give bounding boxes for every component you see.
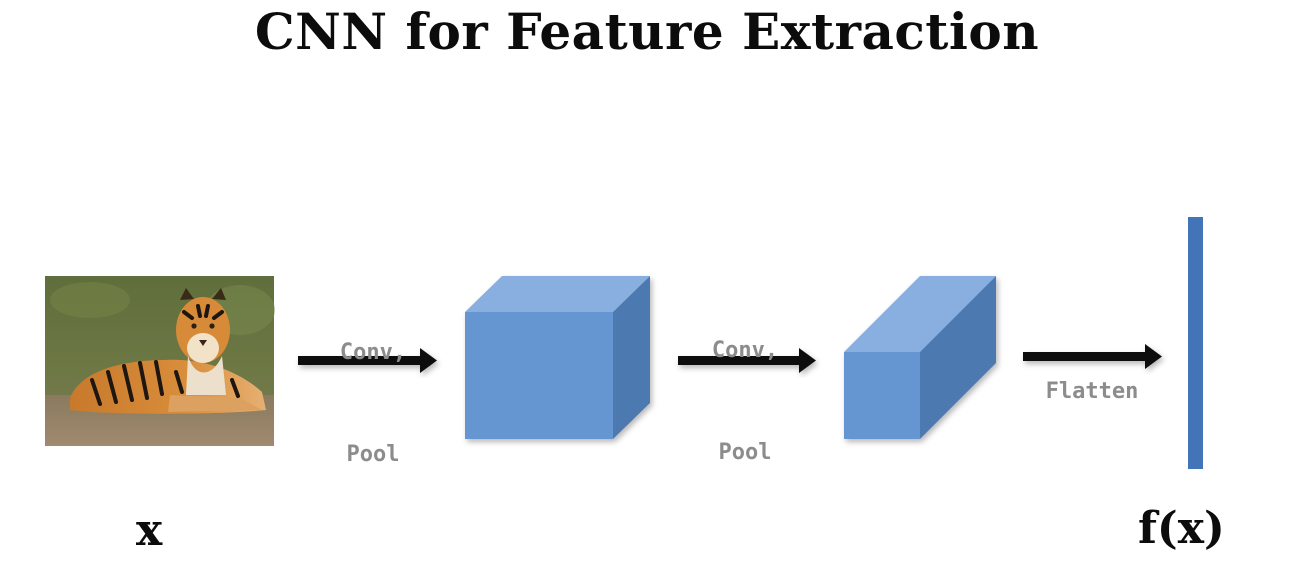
output-label-fx: f(x) [1138,503,1225,554]
input-label-x: x [136,505,163,556]
step-label-line1: Conv, [711,338,779,363]
step-label-line2: Pool [718,440,772,465]
step-label-flatten: Flatten [1022,307,1162,443]
arrow-conv-pool-1 [298,348,437,373]
step-label-line1: Conv, [339,340,407,365]
diagram-title: CNN for Feature Extraction [254,2,1040,61]
feature-map-block-2 [844,276,996,439]
feature-vector-bar [1188,217,1203,469]
feature-map-block-1 [465,276,650,439]
input-image-tiger [45,276,275,446]
arrow-conv-pool-2 [678,348,816,373]
step-label-conv-pool-2: Conv, Pool [686,266,804,504]
step-label-line1: Flatten [1045,379,1139,404]
arrow-flatten [1023,344,1162,369]
step-label-line2: Pool [346,442,400,467]
step-label-conv-pool-1: Conv, Pool [314,268,432,506]
